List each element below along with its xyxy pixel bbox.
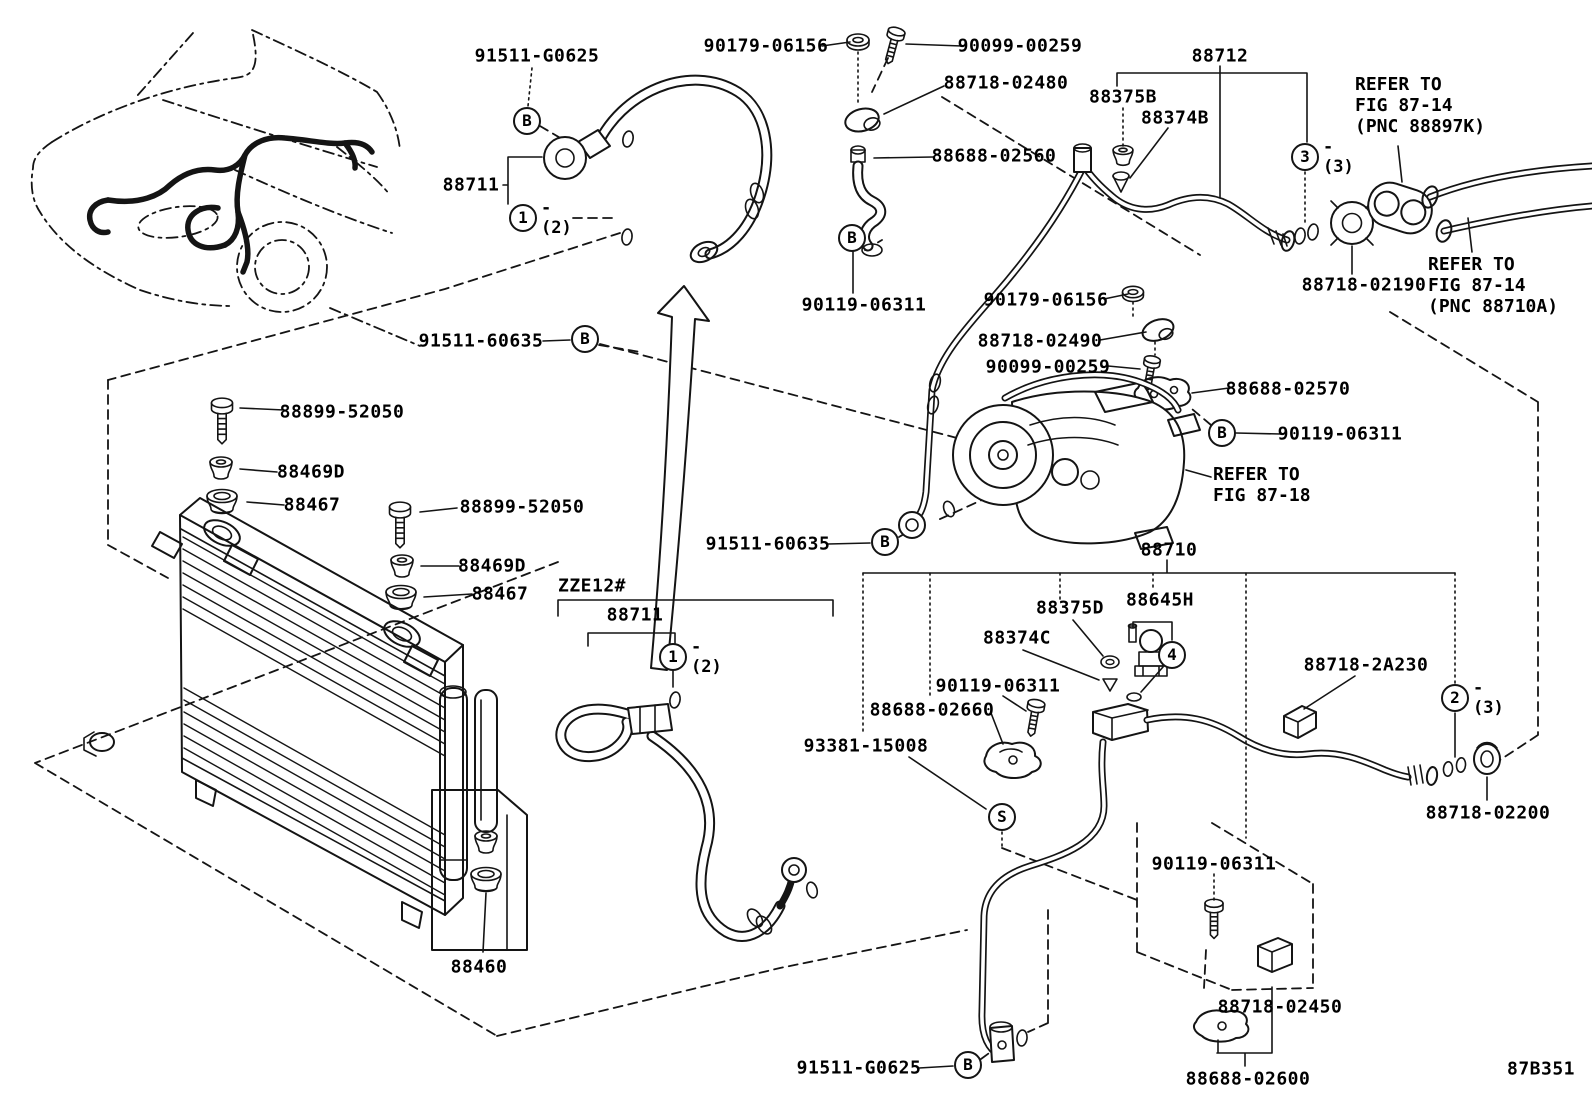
part-number-label[interactable]: 91511-G0625 <box>474 45 600 67</box>
part-number-label[interactable]: 90119-06311 <box>801 294 927 316</box>
callout-2[interactable]: 2-(3) <box>1441 678 1504 718</box>
condenser-drawing <box>84 498 527 952</box>
part-number-label[interactable]: 88374B <box>1140 107 1210 129</box>
receiver-drier-drawing <box>440 686 497 880</box>
pipe-88712-drawing <box>899 144 1321 538</box>
part-number-label[interactable]: 88469D <box>457 555 527 577</box>
block-88897k-drawing <box>1363 177 1437 239</box>
part-number-label[interactable]: 88718-02480 <box>943 72 1069 94</box>
heater-hoses-drawing <box>1420 166 1592 243</box>
part-number-label[interactable]: 91511-G0625 <box>796 1057 922 1079</box>
part-number-label[interactable]: 88375B <box>1088 86 1158 108</box>
callout-s[interactable]: S <box>988 803 1016 831</box>
part-number-label[interactable]: 88467 <box>283 494 341 516</box>
part-number-label[interactable]: 88710 <box>1140 539 1198 561</box>
part-number-label[interactable]: 90099-00259 <box>985 356 1111 378</box>
callout-b[interactable]: B <box>838 224 866 252</box>
part-number-label[interactable]: 90119-06311 <box>935 675 1061 697</box>
part-number-label[interactable]: 88718-02490 <box>977 330 1103 352</box>
construction-dashes <box>35 58 1538 1059</box>
part-number-label[interactable]: 88375D <box>1035 597 1105 619</box>
variant-code-label: ZZE12# <box>558 575 627 597</box>
part-number-label[interactable]: 88460 <box>450 956 508 978</box>
part-number-label[interactable]: 88718-02190 <box>1301 274 1427 296</box>
compressor-drawing <box>953 375 1200 549</box>
callout-1[interactable]: 1-(2) <box>509 198 572 238</box>
part-number-label[interactable]: 90119-06311 <box>1151 853 1277 875</box>
part-number-label[interactable]: 90099-00259 <box>957 35 1083 57</box>
drawing-number: 87B351 <box>1506 1058 1576 1080</box>
part-number-label[interactable]: 88899-52050 <box>279 401 405 423</box>
part-number-label[interactable]: 88688-02660 <box>869 699 995 721</box>
leader-lines <box>240 42 1487 1068</box>
part-number-label[interactable]: 88688-02570 <box>1225 378 1351 400</box>
bottom-hardware-drawing <box>1194 898 1292 1041</box>
discharge-block-drawing <box>1093 624 1148 740</box>
top-hose-88711-drawing <box>544 80 767 266</box>
part-number-label[interactable]: 91511-60635 <box>418 330 544 352</box>
part-number-label[interactable]: 88374C <box>982 627 1052 649</box>
part-number-label[interactable]: 90179-06156 <box>983 289 1109 311</box>
part-number-label[interactable]: 88469D <box>276 461 346 483</box>
part-number-label[interactable]: 90119-06311 <box>1277 423 1403 445</box>
pressure-switch-88645h-drawing <box>1101 630 1167 701</box>
lower-hose-88711-drawing <box>561 690 820 936</box>
part-number-label[interactable]: 88711 <box>606 604 664 626</box>
callout-b[interactable]: B <box>954 1051 982 1079</box>
part-number-label[interactable]: 88718-02200 <box>1425 802 1551 824</box>
callout-1[interactable]: 1-(2) <box>659 637 722 677</box>
clamp-hardware-mid <box>1121 285 1191 409</box>
liquid-pipe-88710-drawing <box>982 697 1500 1062</box>
part-number-label[interactable]: 88712 <box>1191 45 1249 67</box>
callout-b[interactable]: B <box>871 528 899 556</box>
car-sketch <box>32 30 420 346</box>
part-number-label[interactable]: 91511-60635 <box>705 533 831 555</box>
part-number-label[interactable]: 90179-06156 <box>703 35 829 57</box>
part-number-label[interactable]: 93381-15008 <box>803 735 929 757</box>
part-number-label[interactable]: 88645H <box>1125 589 1195 611</box>
part-number-label[interactable]: 88688-02560 <box>931 145 1057 167</box>
direction-arrow <box>651 286 709 670</box>
part-number-label[interactable]: 88718-2A230 <box>1303 654 1429 676</box>
part-number-label[interactable]: 88688-02600 <box>1185 1068 1311 1090</box>
callout-b[interactable]: B <box>571 325 599 353</box>
part-number-label[interactable]: 88711 <box>442 174 500 196</box>
part-number-label[interactable]: 88899-52050 <box>459 496 585 518</box>
callout-3[interactable]: 3-(3) <box>1291 137 1354 177</box>
callout-b[interactable]: B <box>1208 419 1236 447</box>
callout-4[interactable]: 4 <box>1158 641 1186 669</box>
part-number-label[interactable]: 88718-02450 <box>1217 996 1343 1018</box>
part-number-label[interactable]: 88467 <box>471 583 529 605</box>
callout-b[interactable]: B <box>513 107 541 135</box>
